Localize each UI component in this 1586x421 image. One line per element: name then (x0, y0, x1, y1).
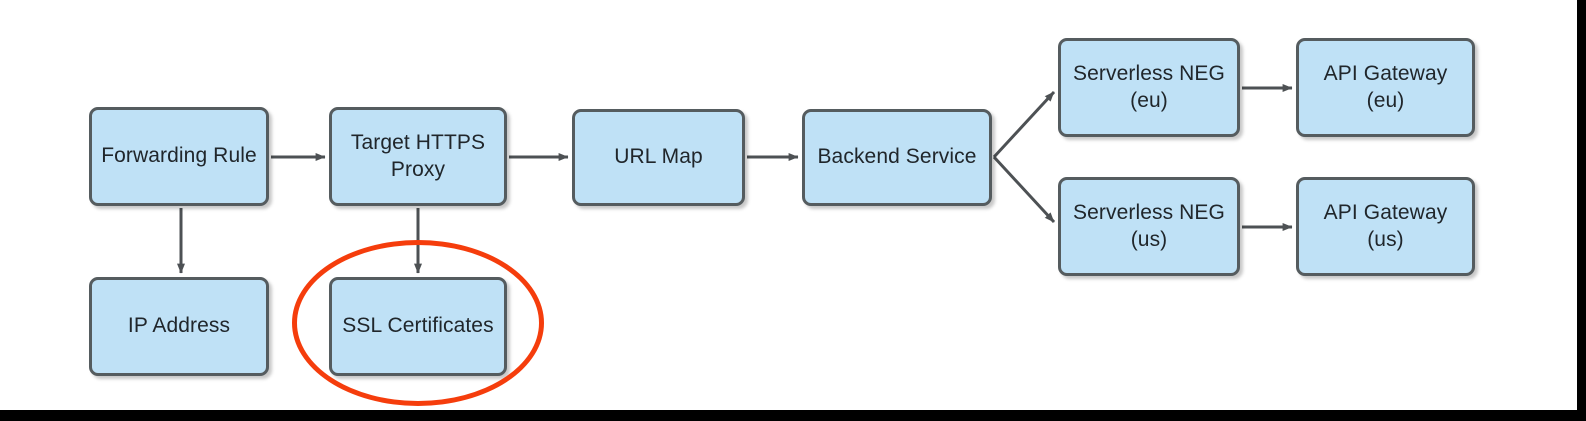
node-api-gateway-eu[interactable]: API Gateway (eu) (1296, 38, 1475, 137)
node-label-target-https-proxy: Target HTTPS Proxy (350, 130, 486, 181)
node-label-ip-address: IP Address (127, 314, 231, 338)
node-label-serverless-neg-us: Serverless NEG (us) (1073, 200, 1225, 251)
node-label-api-gateway-eu: API Gateway (eu) (1323, 61, 1448, 112)
ssl-certificates-highlight-ellipse (292, 240, 544, 406)
node-forwarding-rule[interactable]: Forwarding Rule (89, 107, 269, 206)
node-api-gateway-us[interactable]: API Gateway (us) (1296, 177, 1475, 276)
node-url-map[interactable]: URL Map (572, 109, 745, 206)
edge-backend-to-neg-us (992, 155, 1056, 224)
node-label-backend-service: Backend Service (817, 145, 977, 169)
node-target-https-proxy[interactable]: Target HTTPS Proxy (329, 107, 507, 206)
node-label-url-map: URL Map (614, 145, 703, 169)
node-label-forwarding-rule: Forwarding Rule (101, 144, 257, 168)
node-ip-address[interactable]: IP Address (89, 277, 269, 376)
node-serverless-neg-eu[interactable]: Serverless NEG (eu) (1058, 38, 1240, 137)
node-serverless-neg-us[interactable]: Serverless NEG (us) (1058, 177, 1240, 276)
edge-backend-to-neg-eu (992, 90, 1056, 159)
node-label-serverless-neg-eu: Serverless NEG (eu) (1073, 61, 1225, 112)
node-label-api-gateway-us: API Gateway (us) (1323, 200, 1448, 251)
node-backend-service[interactable]: Backend Service (802, 109, 992, 206)
